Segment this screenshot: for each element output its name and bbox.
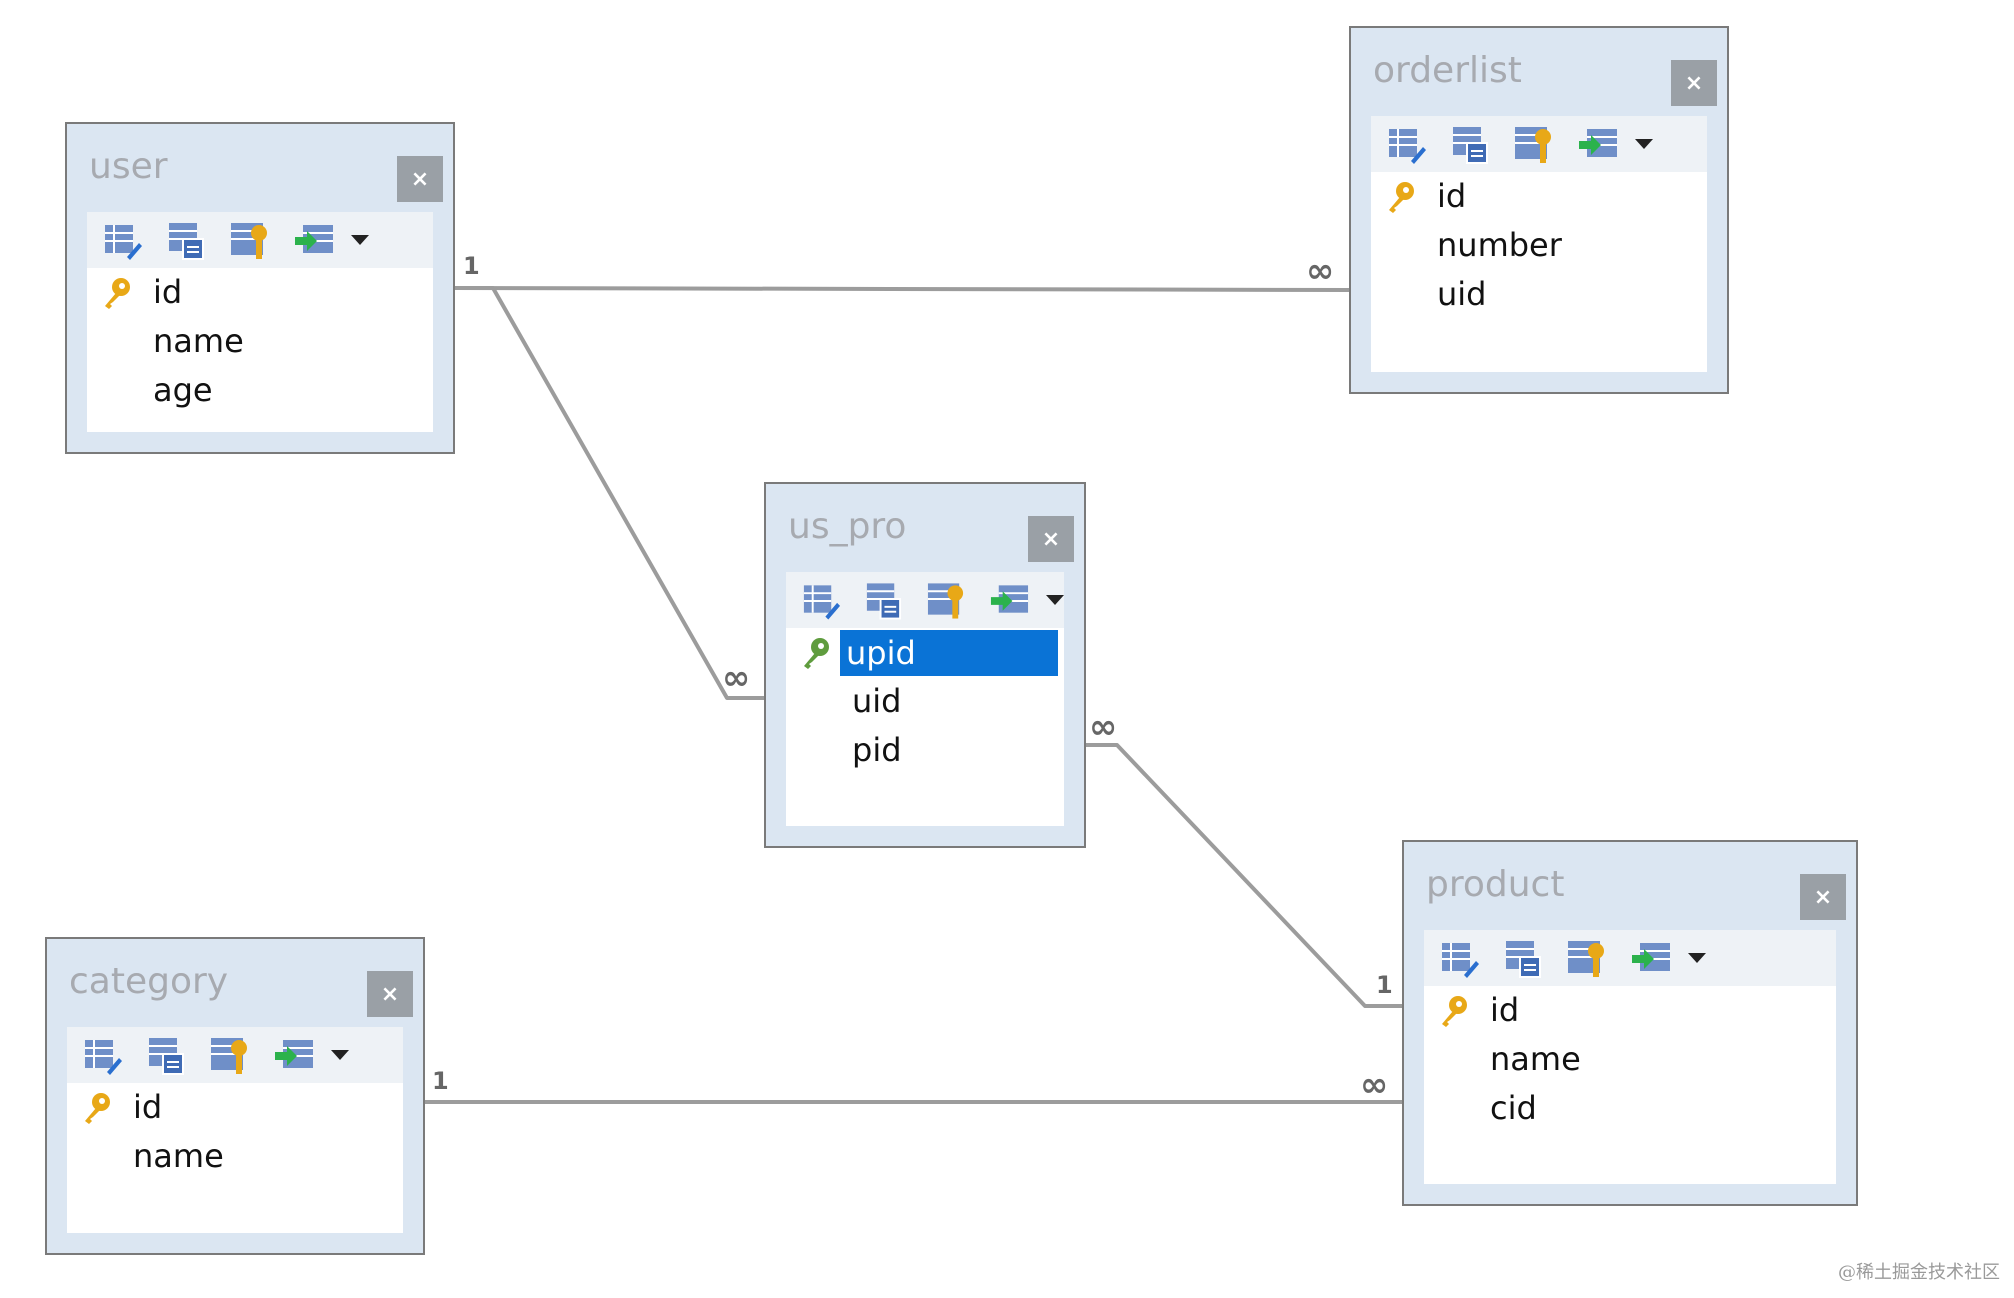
primary-key-icon: [105, 278, 130, 309]
table-edit-icon[interactable]: [1438, 937, 1480, 979]
primary-key-icon: [804, 638, 829, 669]
field-row-pk-selected[interactable]: upid: [786, 628, 1064, 677]
field-name: id: [1490, 991, 1520, 1029]
field-name: name: [153, 322, 244, 360]
table-title: product: [1426, 864, 1565, 905]
table-toolbar: [87, 212, 433, 268]
close-icon[interactable]: ×: [1028, 516, 1074, 562]
cardinality-user-orderlist-one: 1: [463, 252, 480, 280]
field-name: id: [1437, 177, 1467, 215]
table-toolbar: [1371, 116, 1707, 172]
table-import-icon[interactable]: [1630, 937, 1672, 979]
field-row[interactable]: uid: [786, 677, 1064, 726]
field-name: number: [1437, 226, 1562, 264]
close-icon[interactable]: ×: [367, 971, 413, 1017]
table-user[interactable]: user × id name age: [65, 122, 455, 454]
relation-us-pro-product: [1083, 743, 1404, 1008]
primary-key-icon: [1389, 182, 1414, 213]
field-name: uid: [852, 682, 902, 720]
field-row[interactable]: uid: [1371, 270, 1707, 319]
table-list-icon[interactable]: [1502, 937, 1544, 979]
table-edit-icon[interactable]: [1385, 123, 1427, 165]
watermark: @稀土掘金技术社区: [1838, 1262, 2000, 1283]
field-name: pid: [852, 731, 902, 769]
table-header[interactable]: orderlist ×: [1371, 36, 1717, 106]
field-row[interactable]: number: [1371, 221, 1707, 270]
table-toolbar: [1424, 930, 1836, 986]
dropdown-arrow-icon[interactable]: [331, 1050, 349, 1060]
table-header[interactable]: category ×: [67, 947, 413, 1017]
field-row[interactable]: name: [67, 1132, 403, 1181]
relation-user-us-pro: [455, 286, 764, 700]
close-icon[interactable]: ×: [1671, 60, 1717, 106]
table-list-icon[interactable]: [1449, 123, 1491, 165]
table-title: us_pro: [788, 506, 907, 547]
table-edit-icon[interactable]: [800, 579, 841, 621]
field-row-pk[interactable]: id: [1424, 986, 1836, 1035]
field-row-pk[interactable]: id: [1371, 172, 1707, 221]
close-icon[interactable]: ×: [1800, 874, 1846, 920]
field-name: id: [133, 1088, 163, 1126]
table-import-icon[interactable]: [293, 219, 335, 261]
primary-key-icon: [1442, 996, 1467, 1027]
dropdown-arrow-icon[interactable]: [351, 235, 369, 245]
table-product[interactable]: product × id name cid: [1402, 840, 1858, 1206]
primary-key-icon: [85, 1093, 110, 1124]
table-header[interactable]: product ×: [1424, 850, 1846, 920]
dropdown-arrow-icon[interactable]: [1635, 139, 1653, 149]
table-key-icon[interactable]: [926, 579, 967, 621]
cardinality-us-pro-product-many: ∞: [1089, 707, 1118, 747]
table-category[interactable]: category × id name: [45, 937, 425, 1255]
table-edit-icon[interactable]: [101, 219, 143, 261]
field-name: name: [133, 1137, 224, 1175]
table-key-icon[interactable]: [1566, 937, 1608, 979]
field-row[interactable]: age: [87, 366, 433, 415]
table-header[interactable]: us_pro ×: [786, 492, 1074, 562]
table-header[interactable]: user ×: [87, 132, 443, 202]
table-import-icon[interactable]: [989, 579, 1030, 621]
cardinality-us-pro-product-one: 1: [1376, 971, 1393, 999]
table-title: orderlist: [1373, 50, 1522, 91]
table-key-icon[interactable]: [1513, 123, 1555, 165]
table-toolbar: [786, 572, 1064, 628]
relation-user-orderlist: [454, 286, 1350, 292]
field-name: uid: [1437, 275, 1487, 313]
field-row[interactable]: name: [1424, 1035, 1836, 1084]
field-name: age: [153, 371, 213, 409]
table-list-icon[interactable]: [863, 579, 904, 621]
field-name: name: [1490, 1040, 1581, 1078]
table-title: category: [69, 961, 229, 1002]
table-import-icon[interactable]: [1577, 123, 1619, 165]
field-row[interactable]: pid: [786, 726, 1064, 775]
close-icon[interactable]: ×: [397, 156, 443, 202]
table-edit-icon[interactable]: [81, 1034, 123, 1076]
field-row-pk[interactable]: id: [87, 268, 433, 317]
cardinality-category-product-one: 1: [432, 1067, 449, 1095]
table-key-icon[interactable]: [209, 1034, 251, 1076]
cardinality-user-orderlist-many: ∞: [1306, 251, 1335, 291]
table-list-icon[interactable]: [145, 1034, 187, 1076]
field-name: upid: [840, 630, 1058, 676]
table-import-icon[interactable]: [273, 1034, 315, 1076]
field-name: id: [153, 273, 183, 311]
table-toolbar: [67, 1027, 403, 1083]
dropdown-arrow-icon[interactable]: [1046, 595, 1064, 605]
field-name: cid: [1490, 1089, 1537, 1127]
table-title: user: [89, 146, 168, 187]
cardinality-user-us-pro-many: ∞: [722, 658, 751, 698]
table-key-icon[interactable]: [229, 219, 271, 261]
table-list-icon[interactable]: [165, 219, 207, 261]
cardinality-category-product-many: ∞: [1360, 1065, 1389, 1105]
dropdown-arrow-icon[interactable]: [1688, 953, 1706, 963]
field-row-pk[interactable]: id: [67, 1083, 403, 1132]
field-row[interactable]: cid: [1424, 1084, 1836, 1133]
table-us-pro[interactable]: us_pro × upid uid pid: [764, 482, 1086, 848]
field-row[interactable]: name: [87, 317, 433, 366]
table-orderlist[interactable]: orderlist × id number uid: [1349, 26, 1729, 394]
